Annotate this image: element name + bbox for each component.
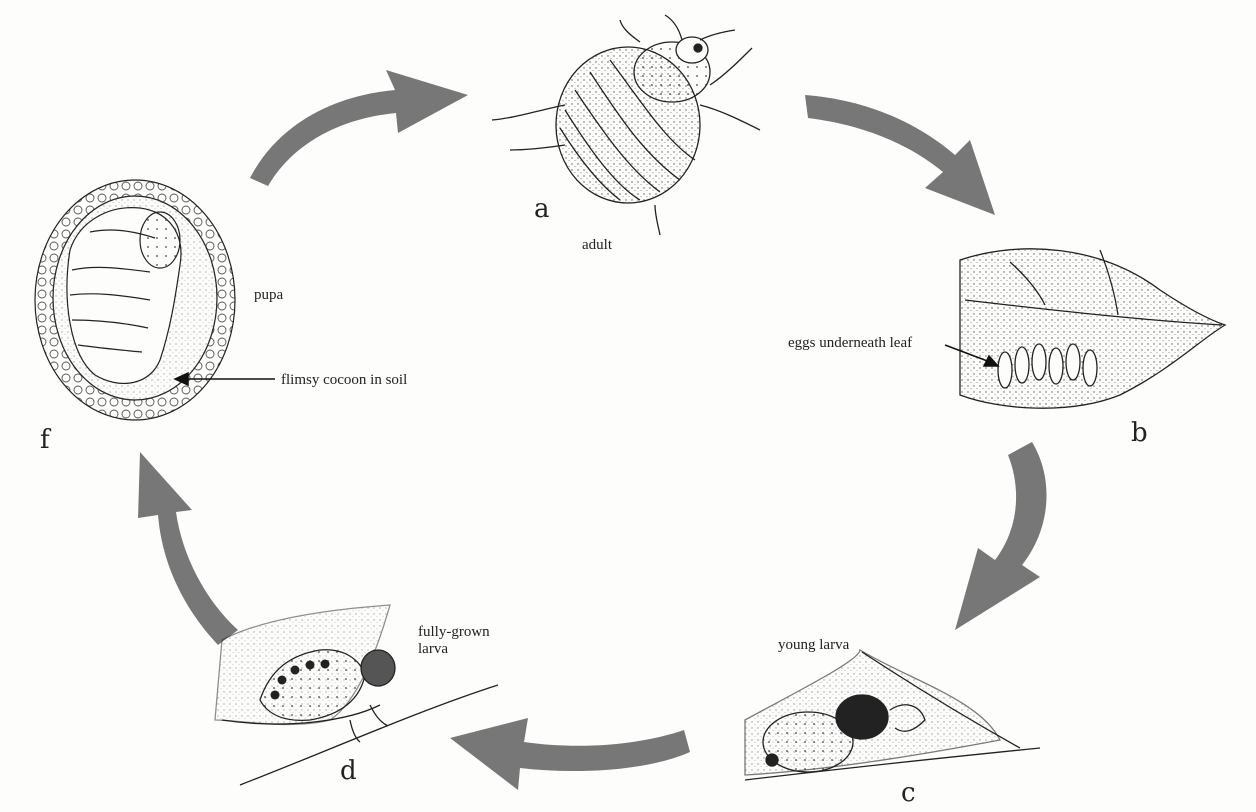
stage-label-pupa: pupa [254,286,283,304]
stage-label-grown-larva-line1: fully-grown [418,623,490,641]
young-larva-drawing [745,650,1040,780]
stage-label-young-larva: young larva [778,636,849,654]
stage-label-adult: adult [582,236,612,254]
arrow-pupa-to-adult [250,70,468,186]
stage-letter-b: b [1131,420,1148,446]
eggs-leaf-drawing [960,249,1225,408]
arrow-eggs-to-young-larva [955,442,1047,630]
stage-letter-a: a [534,196,550,222]
stage-label-eggs: eggs underneath leaf [788,334,912,352]
stage-letter-c: c [901,780,916,806]
arrow-young-larva-to-grown-larva [450,718,690,790]
stage-label-grown-larva-line2: larva [418,640,448,658]
pupa-cocoon-drawing [35,180,235,420]
stage-letter-f: f [40,427,50,453]
stage-letter-d: d [340,758,357,784]
arrow-adult-to-eggs [805,95,995,215]
arrow-grown-larva-to-pupa [138,452,238,645]
stage-note-cocoon: flimsy cocoon in soil [281,371,407,389]
adult-beetle-drawing [492,15,760,235]
